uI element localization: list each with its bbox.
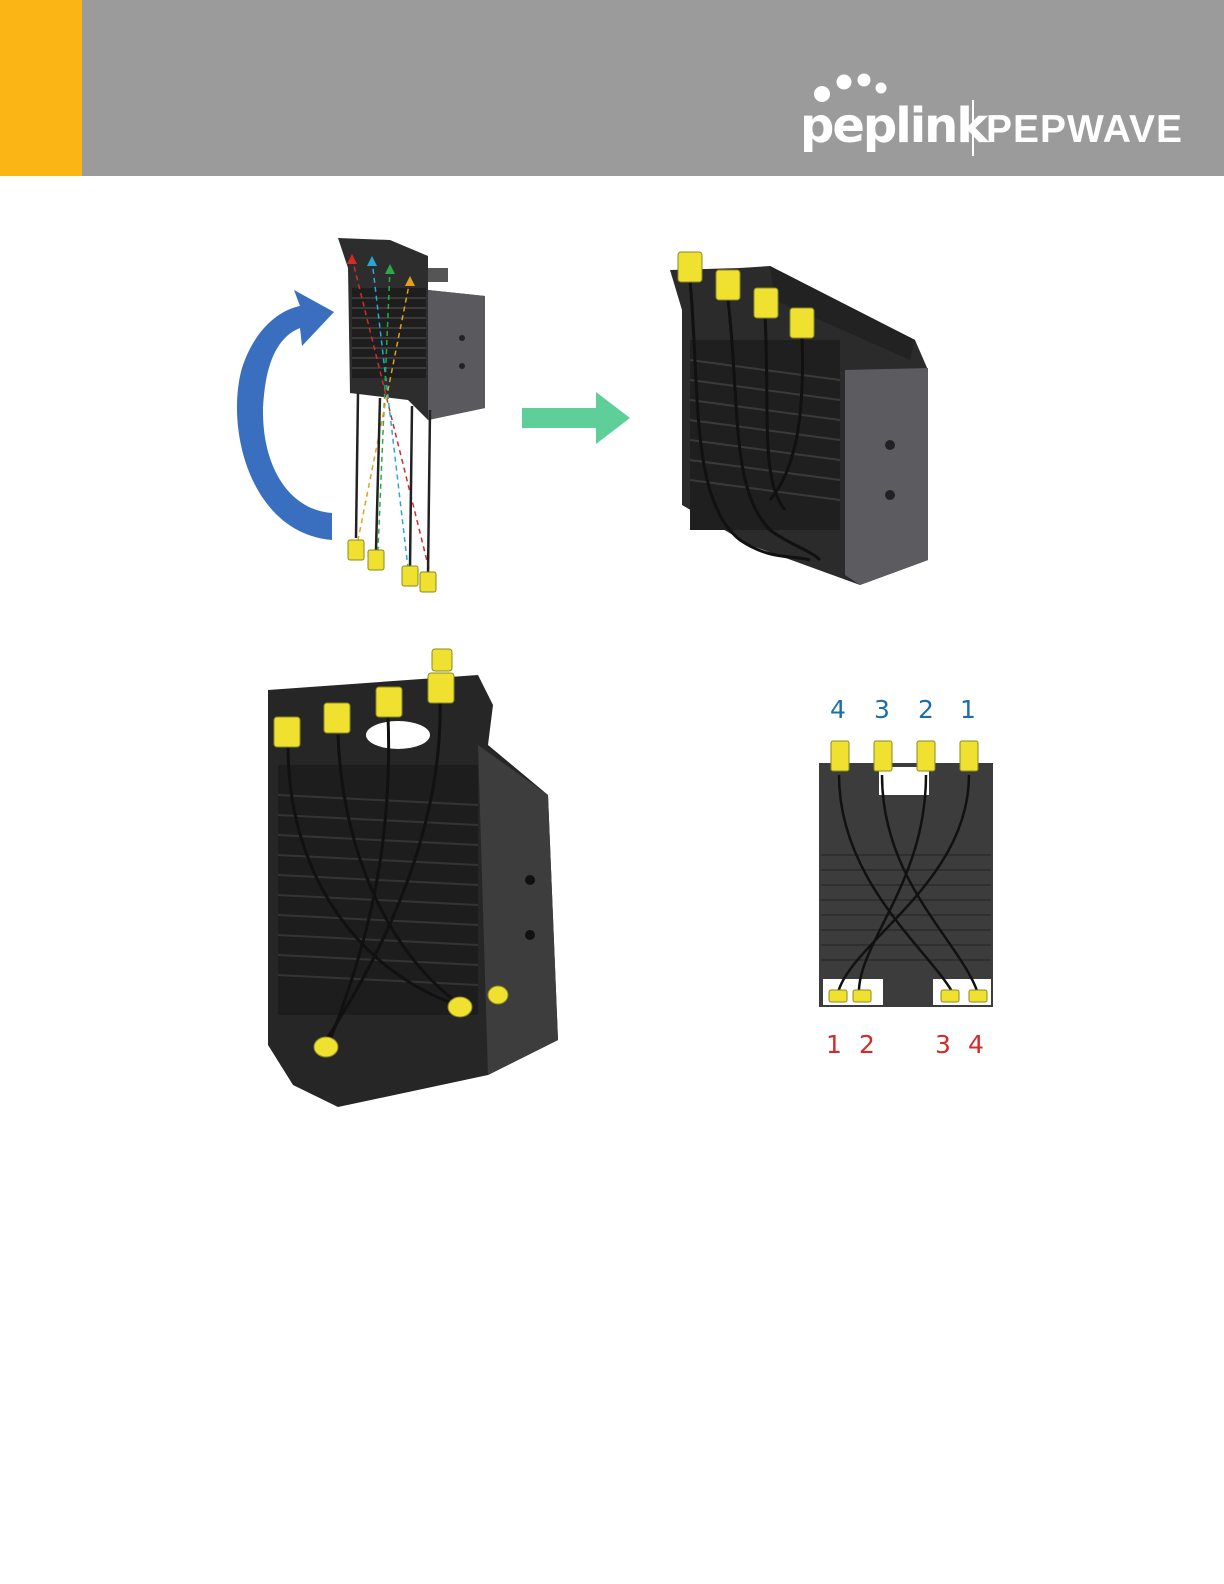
top-port-label: 2	[911, 695, 941, 724]
top-port-label: 3	[867, 695, 897, 724]
logo-peplink-text: peplink	[800, 98, 986, 154]
bottom-port-label: 3	[928, 1030, 958, 1059]
bottom-port-label: 1	[819, 1030, 849, 1059]
figure-cable-routing-detail	[248, 645, 566, 1110]
sma-connector-icon	[348, 540, 436, 592]
header-accent-bar	[0, 0, 82, 176]
top-port-label: 1	[953, 695, 983, 724]
logo-divider	[972, 100, 974, 156]
logo-pepwave-text: PEPWAVE	[986, 108, 1183, 152]
page-header: peplink PEPWAVE	[0, 0, 1224, 176]
figure-cable-routing-before	[230, 228, 500, 600]
right-arrow-icon	[520, 390, 632, 446]
figure-cable-routing-after	[660, 240, 932, 588]
curved-arrow-icon	[237, 290, 334, 540]
bottom-port-label: 4	[961, 1030, 991, 1059]
port-mapping-diagram	[815, 735, 997, 1013]
modem-module-device	[338, 238, 485, 420]
brand-logo: peplink PEPWAVE	[800, 70, 1200, 160]
top-port-label: 4	[823, 695, 853, 724]
bottom-port-label: 2	[852, 1030, 882, 1059]
